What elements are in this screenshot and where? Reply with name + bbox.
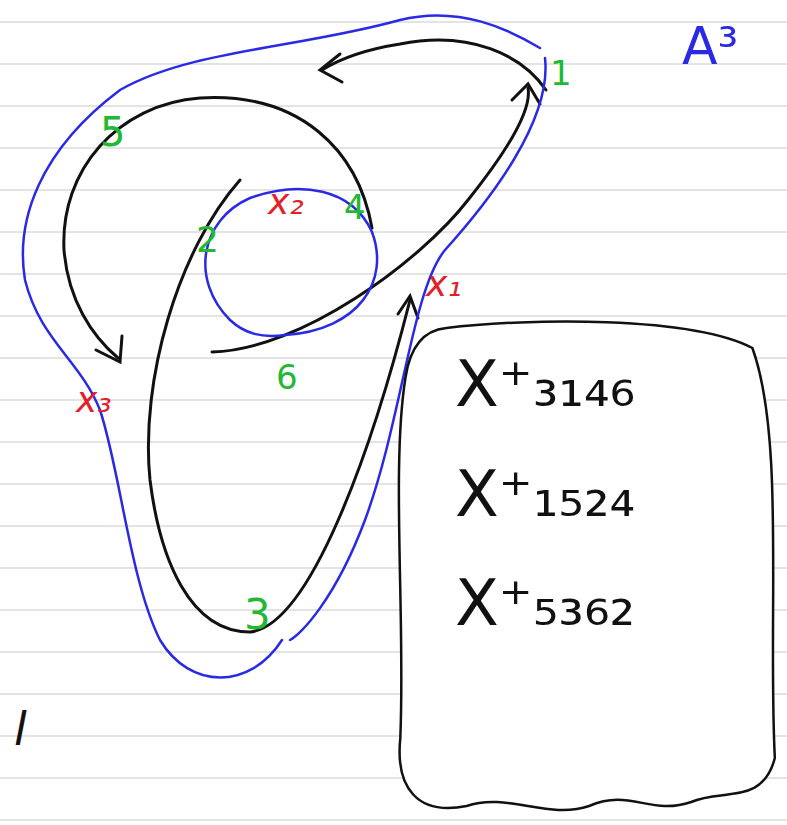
crossing-term: X⁺₅₃₆₂ xyxy=(455,567,783,641)
arc-number: 5 xyxy=(100,112,125,152)
arc-number: 3 xyxy=(244,594,271,636)
arc-number: 4 xyxy=(344,190,366,224)
crossing-term: X⁺₃₁₄₆ xyxy=(455,348,783,422)
arc-number: 6 xyxy=(276,360,298,394)
matrix-power-label: A³ xyxy=(682,20,738,72)
arc-number: 2 xyxy=(196,222,219,258)
arc-number: 1 xyxy=(550,56,572,90)
crossing-term: X⁺₁₅₂₄ xyxy=(455,458,783,532)
crossing-label: x₃ xyxy=(76,382,112,418)
crossing-label: x₂ xyxy=(268,184,304,220)
crossing-label: x₁ xyxy=(426,266,462,302)
crossing-list-blob: X⁺₃₁₄₆ X⁺₁₅₂₄ X⁺₅₃₆₂ xyxy=(385,318,783,818)
link-label: l xyxy=(14,706,27,752)
